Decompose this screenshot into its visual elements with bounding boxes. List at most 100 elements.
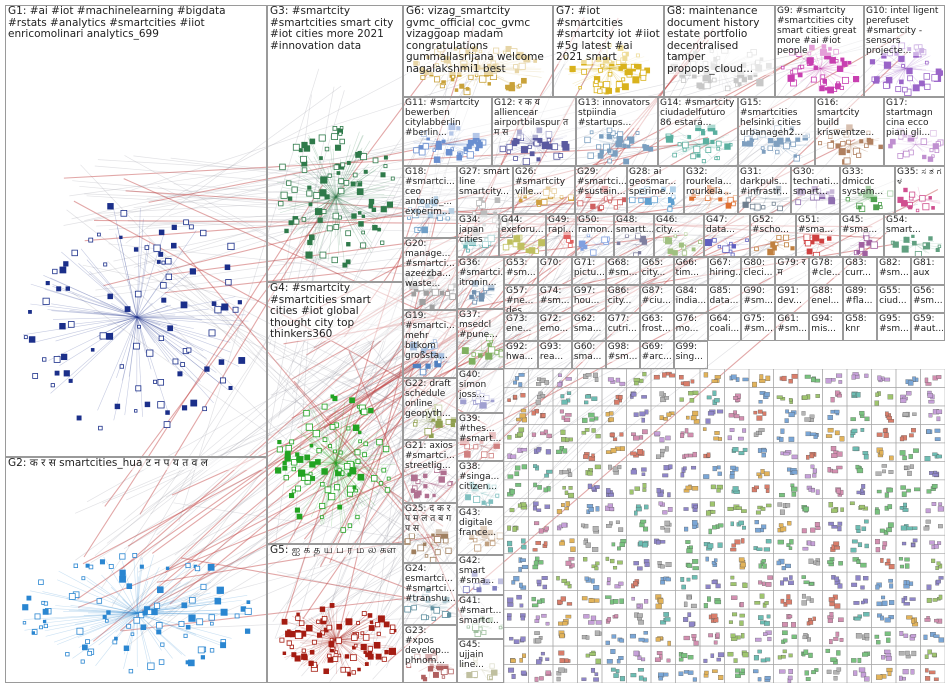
- group-box-g22: G22: draft schedule online geopyth...: [403, 378, 457, 440]
- small-group-label: G69: #arc...: [642, 342, 673, 362]
- small-group-box: G55: ciud...: [877, 285, 911, 313]
- group-label: G32: rourkela... rourkela...: [686, 167, 737, 197]
- small-group-label: G61: #sm...: [777, 314, 808, 334]
- group-label: G43: digitale france...: [459, 508, 503, 538]
- small-group-label: G67: hiring...: [710, 258, 741, 278]
- small-group-label: G56: #sm...: [913, 286, 944, 306]
- small-group-box: G86: city...: [606, 285, 640, 313]
- small-group-label: G53: #sm...: [506, 258, 537, 278]
- group-box-g51: G51: #sma...: [796, 214, 840, 257]
- group-box-g23: G23: #xpos develop... phnom...: [403, 625, 457, 683]
- small-group-box: G99: sing...: [674, 341, 708, 369]
- group-label: G3: #smartcity #smartcities smart city #…: [270, 6, 401, 52]
- group-box-g43: G43: digitale france...: [457, 507, 504, 555]
- group-box-g37: G37: msedcl #pune...: [457, 309, 504, 369]
- small-group-label: G64: coali...: [710, 314, 741, 334]
- small-group-label: G83: curr...: [845, 258, 876, 278]
- small-group-label: G55: ciud...: [879, 286, 910, 306]
- group-label: G9: #smartcity #smartcities city smart c…: [777, 6, 863, 56]
- small-group-box: G62: sma...: [572, 313, 606, 341]
- small-group-box: G67: hiring...: [708, 257, 742, 285]
- group-label: G40: simon joss...: [459, 370, 503, 400]
- small-group-box: G57: #ne... des...: [504, 285, 538, 313]
- group-label: G27: smart line smartcity...: [459, 167, 512, 197]
- group-label: G21: axios #smartci... streetlig...: [405, 441, 456, 471]
- group-box-g12: G12: र क य alliencear airportbilaspur त …: [492, 97, 576, 166]
- small-group-box: G70:: [538, 257, 572, 285]
- group-box-g30: G30: technati... smart...: [791, 166, 840, 214]
- group-box-g28: G28: ai geosmar... sperime...: [627, 166, 684, 214]
- small-group-label: G70:: [540, 258, 571, 268]
- small-group-label: G93: rea...: [540, 342, 571, 362]
- small-group-label: G78: #cle...: [811, 258, 842, 278]
- small-group-label: G71: pictu...: [574, 258, 605, 278]
- group-box-g24: G24: esmartci... #smartci... #transhu...: [403, 563, 457, 625]
- small-group-label: G63: frost...: [642, 314, 673, 334]
- group-box-g7: G7: #iot #smartcities #smartcity iot #ii…: [553, 5, 664, 97]
- small-group-box: G78: #cle...: [809, 257, 843, 285]
- small-group-box: G68: #sm...: [606, 257, 640, 285]
- group-label: G18: #smartci... ceo antonio_... experim…: [405, 167, 456, 217]
- group-box-g20: G20: manage... #smartci... azeezba... wa…: [403, 238, 457, 310]
- group-box-g48: G48: smartt...: [614, 214, 654, 257]
- group-box-g18: G18: #smartci... ceo antonio_... experim…: [403, 166, 457, 238]
- group-label: G44: exeforu...: [501, 215, 545, 235]
- group-label: G39: #thes... #smart...: [459, 414, 503, 444]
- group-label: G25: द क र प म ल त ब ग प स: [405, 504, 456, 534]
- small-group-box: G88: enel...: [809, 285, 843, 313]
- small-group-label: G82: #sm...: [879, 258, 910, 278]
- group-box-g33: G33: dmicdc system...: [840, 166, 895, 214]
- group-label: G6: vizag_smartcity gvmc_official coc_gv…: [406, 6, 551, 75]
- group-box-g52: G52: #scho...: [750, 214, 796, 257]
- small-group-label: G99: sing...: [676, 342, 707, 362]
- group-label: G7: #iot #smartcities #smartcity iot #ii…: [556, 6, 662, 64]
- small-group-box: G60: sma...: [572, 341, 606, 369]
- group-label: G17: startmagn cina ecco piani gli...: [886, 98, 944, 138]
- small-group-box: G87: #ciu...: [640, 285, 674, 313]
- small-group-label: G91: dev...: [777, 286, 808, 306]
- group-label: G45: ujjain line...: [459, 640, 503, 670]
- small-group-label: G80: cleci...: [743, 258, 774, 278]
- small-group-box: G82: #sm...: [877, 257, 911, 285]
- group-label: G26: #smartcity ville...: [515, 167, 574, 197]
- group-label: G50: ramon...: [578, 215, 613, 235]
- group-label: G24: esmartci... #smartci... #transhu...: [405, 564, 456, 604]
- group-box-g49: G49: rapi...: [546, 214, 576, 257]
- small-group-box: G93: rea...: [538, 341, 572, 369]
- small-group-label: G98: #sm...: [608, 342, 639, 362]
- group-label: G19: #smartci... mehr bitkom großsta...: [405, 311, 456, 361]
- group-label: G46: city...: [656, 215, 703, 235]
- group-label: G41: #smart... smartc...: [459, 596, 503, 626]
- small-group-box: G91: dev...: [775, 285, 809, 313]
- small-group-box: G81: aux: [911, 257, 945, 285]
- small-group-label: G84: india...: [676, 286, 707, 306]
- small-group-label: G68: #sm...: [608, 258, 639, 278]
- small-group-box: G56: #sm...: [911, 285, 945, 313]
- group-label: G38: #singa... citizen...: [459, 462, 503, 492]
- small-group-label: G89: #fla...: [845, 286, 876, 306]
- group-box-g32: G32: rourkela... rourkela...: [684, 166, 738, 214]
- group-label: G16: smartcity build kriswentze...: [817, 98, 883, 138]
- group-box-g54: G54: smart...: [884, 214, 945, 257]
- small-group-box: G59: #aut...: [911, 313, 945, 341]
- group-box-g10: G10: intel ligent perefuset #smartcity -…: [864, 5, 945, 97]
- small-group-box: G72: emo...: [538, 313, 572, 341]
- group-box-g39: G39: #thes... #smart...: [457, 413, 504, 461]
- small-group-box: G98: #sm...: [606, 341, 640, 369]
- small-group-box: G92: hwa...: [504, 341, 538, 369]
- small-group-label: G62: sma...: [574, 314, 605, 334]
- small-group-label: G60: sma...: [574, 342, 605, 362]
- small-group-box: G53: #sm...: [504, 257, 538, 285]
- small-group-box: G84: india...: [674, 285, 708, 313]
- group-box-g25: G25: द क र प म ल त ब ग प स: [403, 503, 457, 563]
- small-groups-grid: [504, 369, 945, 683]
- group-box-g6: G6: vizag_smartcity gvmc_official coc_gv…: [403, 5, 553, 97]
- group-box-g34: G34: japan cities: [457, 214, 499, 257]
- group-nodes: [268, 597, 402, 682]
- group-label: G33: dmicdc system...: [842, 167, 894, 197]
- group-box-g13: G13: innovators stpiindia #startups...: [576, 97, 658, 166]
- group-label: G28: ai geosmar... sperime...: [629, 167, 683, 197]
- small-group-label: G74: #sm...: [540, 286, 571, 306]
- small-group-label: G97: hou...: [574, 286, 605, 306]
